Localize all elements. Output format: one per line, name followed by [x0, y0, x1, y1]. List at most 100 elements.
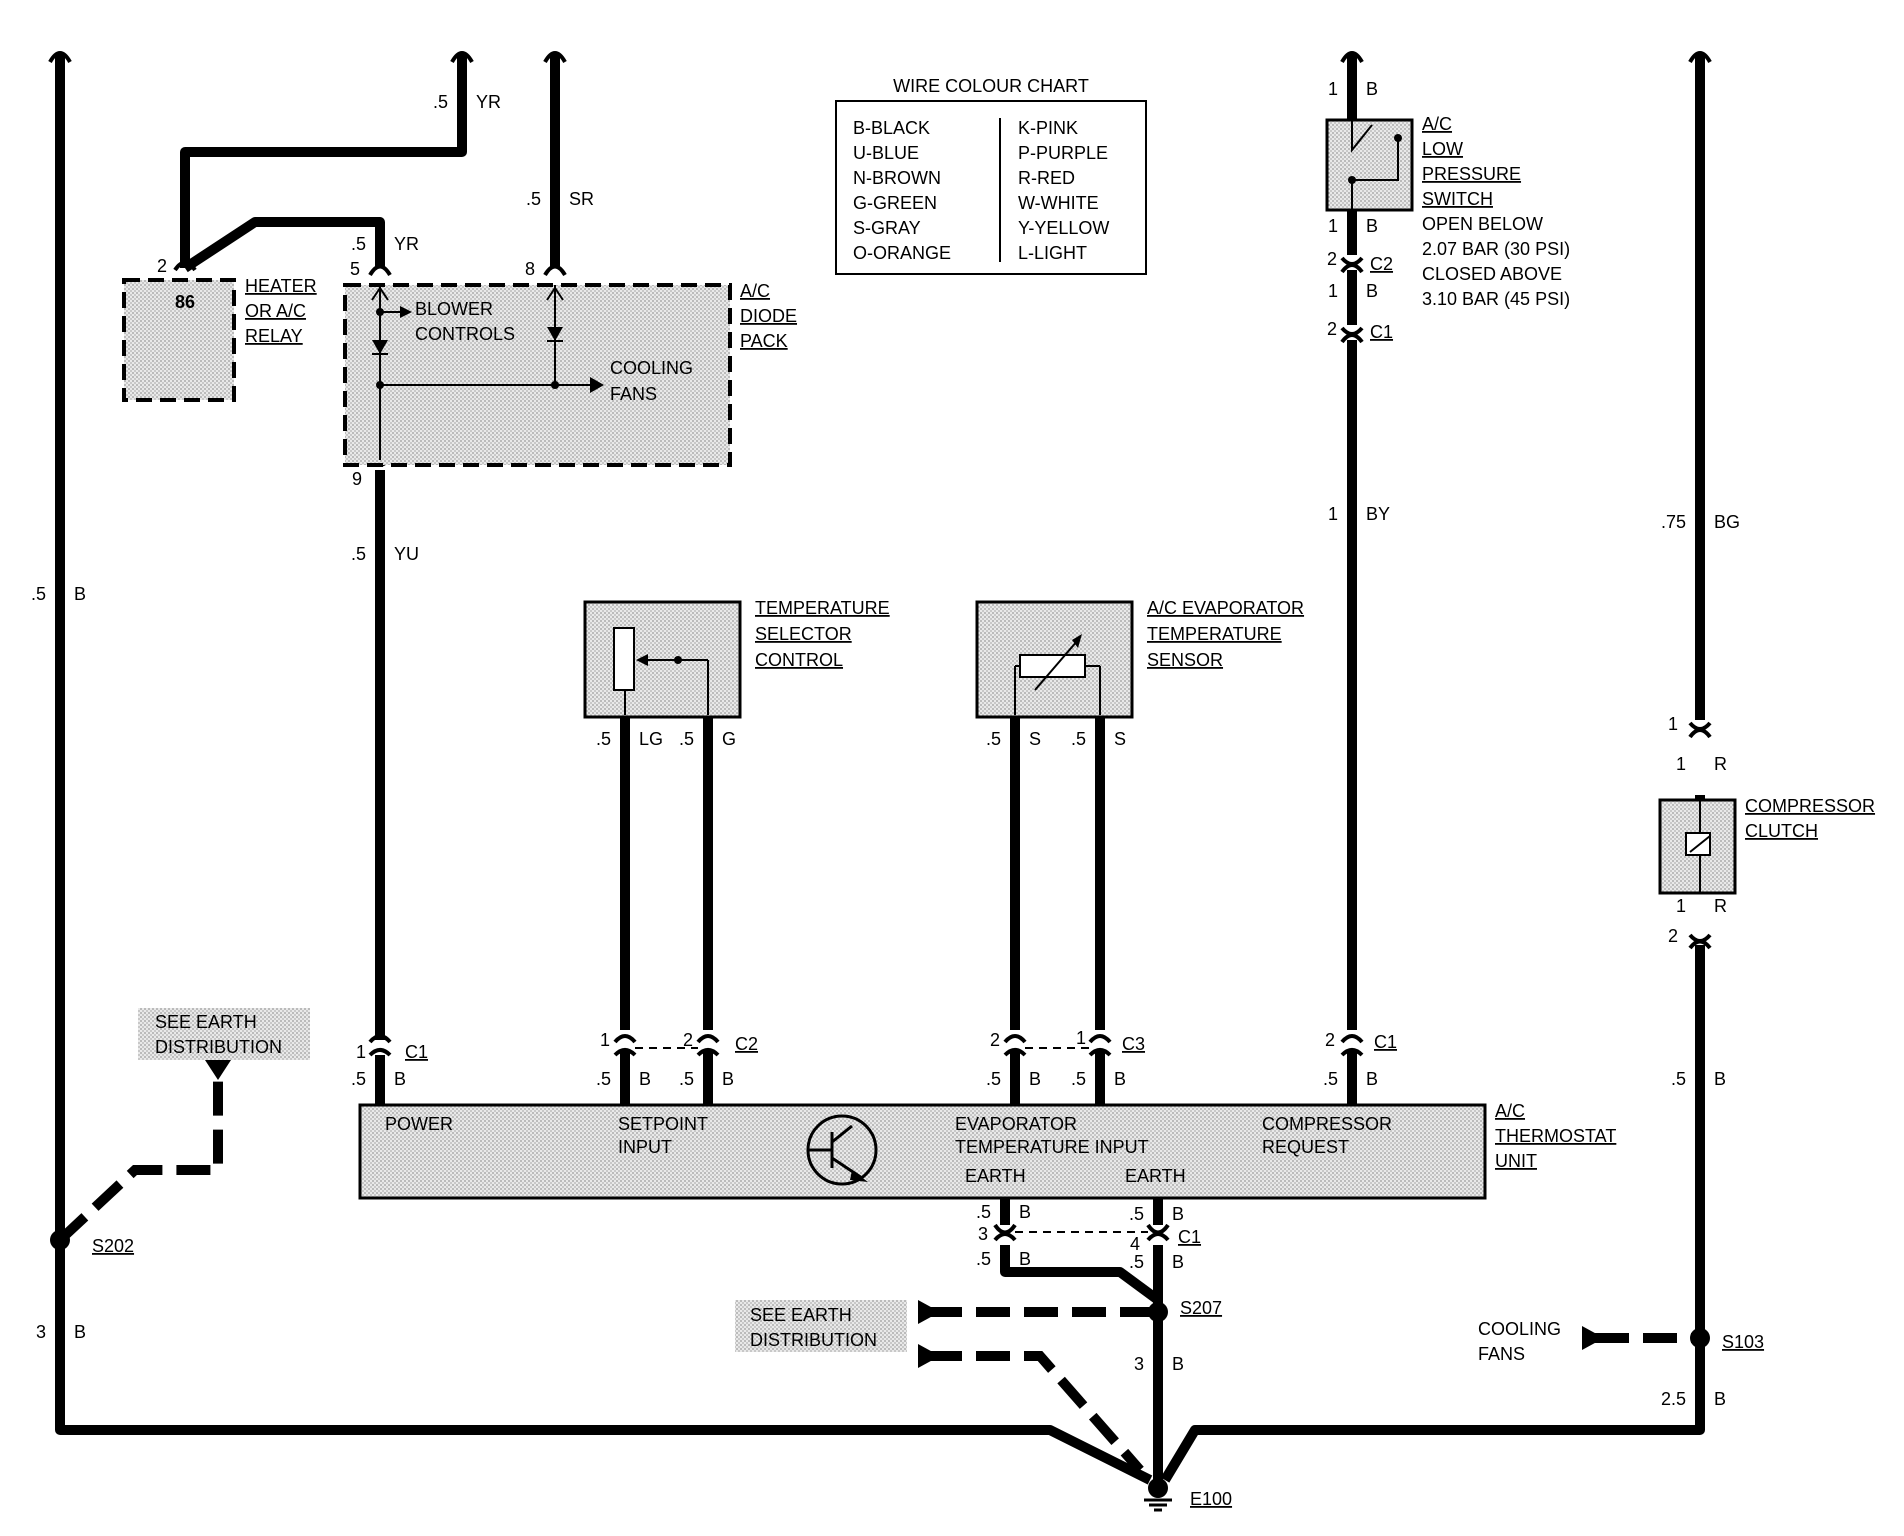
w_e4-size: .5	[1129, 1252, 1144, 1272]
see-earth-1: SEE EARTH DISTRIBUTION	[138, 1008, 310, 1080]
pin-sw-c1: 2	[1327, 319, 1337, 339]
pin-th-c2b: 2	[683, 1030, 693, 1050]
switch-note-1: 2.07 BAR (30 PSI)	[1422, 239, 1570, 259]
chart-right-3: W-WHITE	[1018, 193, 1099, 213]
selector-label-1: SELECTOR	[755, 624, 852, 644]
w_comp-size: .5	[1323, 1069, 1338, 1089]
w_set1-size: .5	[596, 1069, 611, 1089]
chart-left-4: S-GRAY	[853, 218, 921, 238]
w_r1-colour: R	[1714, 754, 1727, 774]
th-setpoint-0: SETPOINT	[618, 1114, 708, 1134]
w_s2-colour: S	[1114, 729, 1126, 749]
w_e4-colour: B	[1172, 1252, 1184, 1272]
chart-right-4: Y-YELLOW	[1018, 218, 1109, 238]
w_sw_top-size: 1	[1328, 79, 1338, 99]
relay-pin-86: 86	[175, 292, 195, 312]
chart-right-2: R-RED	[1018, 168, 1075, 188]
w_right_b-colour: B	[1714, 1069, 1726, 1089]
w_sw_b1-colour: B	[1366, 216, 1378, 236]
th-comp-0: COMPRESSOR	[1262, 1114, 1392, 1134]
compressor-clutch: COMPRESSOR CLUTCH	[1658, 796, 1875, 895]
w_sw_b2-colour: B	[1366, 281, 1378, 301]
w_set2-size: .5	[679, 1069, 694, 1089]
conn-c1-comp: C1	[1374, 1032, 1397, 1052]
diode-pin-9: 9	[352, 469, 362, 489]
w_r1-size: 1	[1676, 754, 1686, 774]
chart-left-3: G-GREEN	[853, 193, 937, 213]
evaporator-sensor: A/C EVAPORATOR TEMPERATURE SENSOR	[975, 598, 1304, 719]
w_lg-size: .5	[596, 729, 611, 749]
chart-left-1: U-BLUE	[853, 143, 919, 163]
pin-clutch-2: 2	[1668, 926, 1678, 946]
see-earth-2-0: SEE EARTH	[750, 1305, 852, 1325]
w_bg-size: .75	[1661, 512, 1686, 532]
w_by-colour: BY	[1366, 504, 1390, 524]
wires	[55, 55, 1705, 1485]
chart-left-5: O-ORANGE	[853, 243, 951, 263]
relay-label-0: HEATER	[245, 276, 317, 296]
wire-right-bg	[1160, 945, 1705, 1483]
blower-label-1: CONTROLS	[415, 324, 515, 344]
conn-c1-power: C1	[405, 1042, 428, 1062]
w_ev2-colour: B	[1114, 1069, 1126, 1089]
pin-th-c1: 1	[356, 1042, 366, 1062]
splice-e100: E100	[1190, 1489, 1232, 1509]
pin-th-c2a: 1	[600, 1030, 610, 1050]
w_s1-colour: S	[1029, 729, 1041, 749]
temperature-selector: TEMPERATURE SELECTOR CONTROL	[583, 598, 890, 719]
relay-pin-2: 2	[157, 256, 167, 276]
splices: S202 S207 S103 E100	[50, 1230, 1764, 1512]
diode-label-0: A/C	[740, 281, 770, 301]
th-evap-0: EVAPORATOR	[955, 1114, 1077, 1134]
w_sw_b2-size: 1	[1328, 281, 1338, 301]
w_s103_down-colour: B	[1714, 1389, 1726, 1409]
cooling-inner-1: FANS	[610, 384, 657, 404]
switch-note-3: 3.10 BAR (45 PSI)	[1422, 289, 1570, 309]
w_s103_down-size: 2.5	[1661, 1389, 1686, 1409]
conn-c1-switch: C1	[1370, 322, 1393, 342]
w_e1-size: .5	[976, 1202, 991, 1222]
pin-earth-3: 3	[978, 1224, 988, 1244]
clutch-label-1: CLUTCH	[1745, 821, 1818, 841]
selector-label-0: TEMPERATURE	[755, 598, 890, 618]
w_yu-size: .5	[351, 544, 366, 564]
switch-label-1: LOW	[1422, 139, 1463, 159]
connector-labels: C2 C1 C1 C2 C3 C1 C1	[405, 254, 1397, 1247]
conn-c1-earth: C1	[1178, 1227, 1201, 1247]
chart-right-5: L-LIGHT	[1018, 243, 1087, 263]
w_s207_down-colour: B	[1172, 1354, 1184, 1374]
w_by-size: 1	[1328, 504, 1338, 524]
chart-left-2: N-BROWN	[853, 168, 941, 188]
w_e2-size: .5	[1129, 1204, 1144, 1224]
diode-label-2: PACK	[740, 331, 788, 351]
w_e3-colour: B	[1019, 1249, 1031, 1269]
w_e2-colour: B	[1172, 1204, 1184, 1224]
pin-sw-c2: 2	[1327, 249, 1337, 269]
w_comp-colour: B	[1366, 1069, 1378, 1089]
blower-label-0: BLOWER	[415, 299, 493, 319]
chart-right-0: K-PINK	[1018, 118, 1078, 138]
pin-clutch-1: 1	[1668, 714, 1678, 734]
pin-th-c1b: 2	[1325, 1030, 1335, 1050]
see-earth-2: SEE EARTH DISTRIBUTION	[735, 1300, 940, 1368]
w_set1-colour: B	[639, 1069, 651, 1089]
w_c1_power-colour: B	[394, 1069, 406, 1089]
w_sr-colour: SR	[569, 189, 594, 209]
relay-label-1: OR A/C	[245, 301, 306, 321]
w_yr_top-colour: YR	[476, 92, 501, 112]
thermostat-label-2: UNIT	[1495, 1151, 1537, 1171]
w_ev1-colour: B	[1029, 1069, 1041, 1089]
splice-s202: S202	[92, 1236, 134, 1256]
w_yu-colour: YU	[394, 544, 419, 564]
w_lg-colour: LG	[639, 729, 663, 749]
chart-title: WIRE COLOUR CHART	[893, 76, 1089, 96]
selector-label-2: CONTROL	[755, 650, 843, 670]
thermostat-label-1: THERMOSTAT	[1495, 1126, 1616, 1146]
w_r2-colour: R	[1714, 896, 1727, 916]
w_e3-size: .5	[976, 1249, 991, 1269]
cooling-outer-0: COOLING	[1478, 1319, 1561, 1339]
w_g-size: .5	[679, 729, 694, 749]
th-evap-1: TEMPERATURE INPUT	[955, 1137, 1149, 1157]
wire-colour-chart: WIRE COLOUR CHART B-BLACK U-BLUE N-BROWN…	[835, 76, 1147, 275]
see-earth-1-1: DISTRIBUTION	[155, 1037, 282, 1057]
